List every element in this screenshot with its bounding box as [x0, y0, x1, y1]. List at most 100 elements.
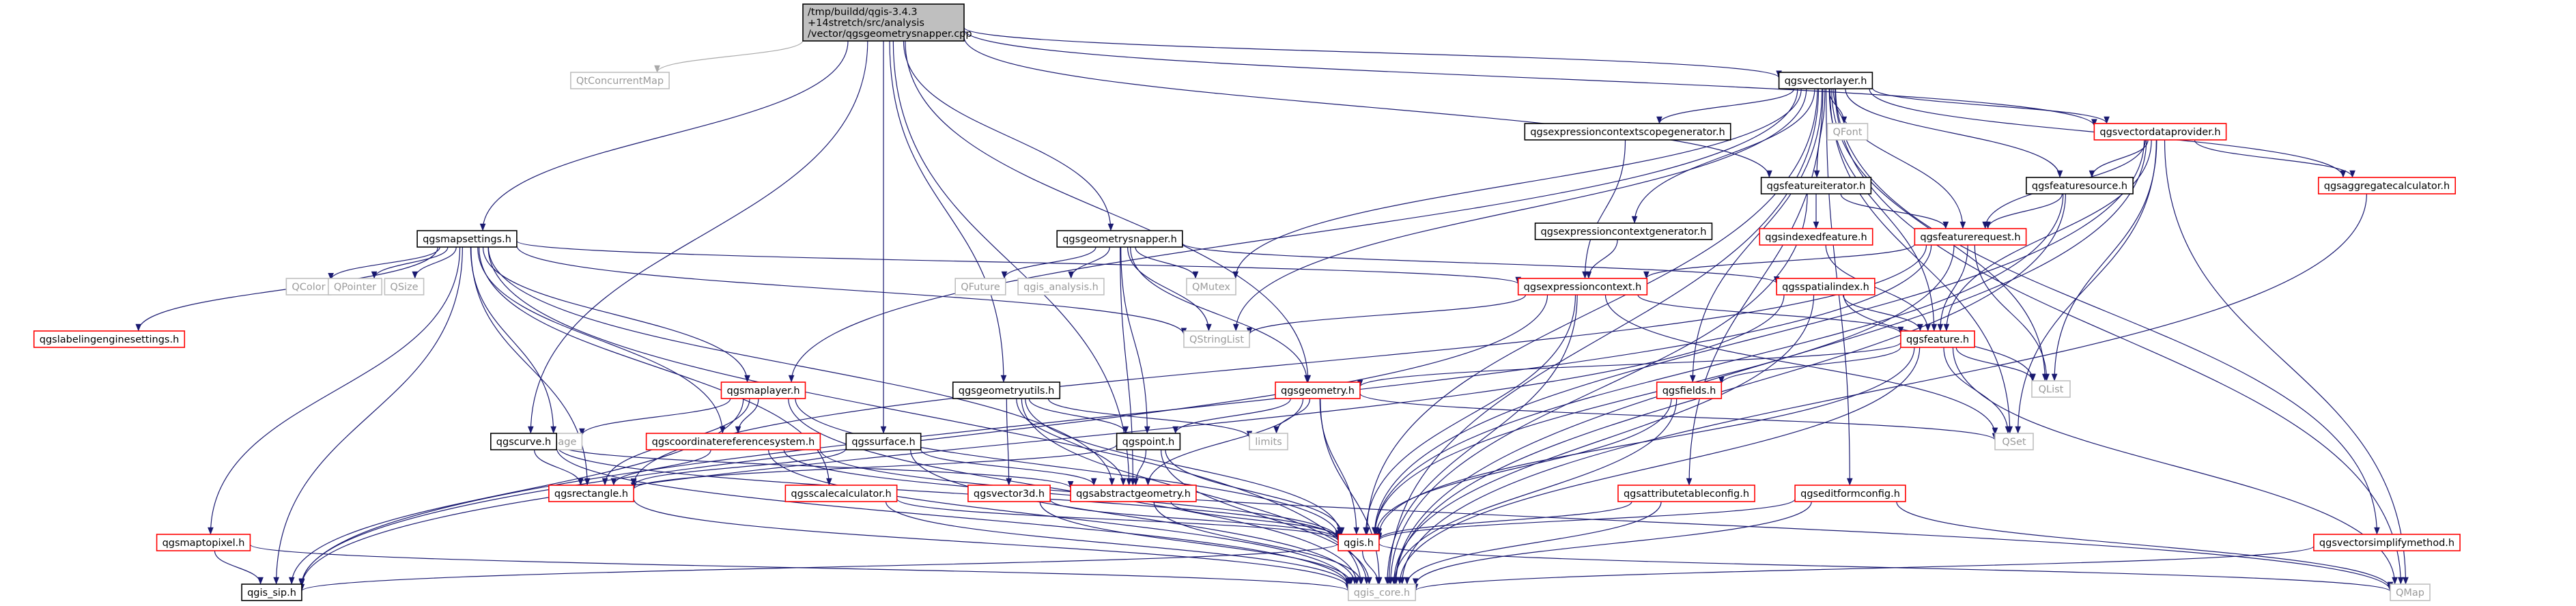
edge-qgsgeometrysnapper-to-qgis_analysis [1068, 246, 1110, 279]
edge-qgsgeometryutils-to-qgspoint [1028, 398, 1129, 434]
edge-qgssurface-to-qgsabstractgeometry [920, 449, 1097, 486]
node-qgsabstractgeometry[interactable]: qgsabstractgeometry.h [1070, 485, 1197, 502]
node-qsize[interactable]: QSize [384, 278, 425, 295]
root-source-file-node[interactable]: /tmp/buildd/qgis-3.4.3 +14stretch/src/an… [802, 3, 972, 42]
node-label: qgsmapsettings.h [423, 234, 511, 245]
node-box [1617, 485, 1755, 502]
node-qgis_core[interactable]: qgis_core.h [1347, 583, 1417, 601]
edge-qgsfeaturesource-to-qgis_core [1393, 193, 2067, 585]
node-qstringlist[interactable]: QStringList [1183, 330, 1250, 348]
node-qgsgeometryutils[interactable]: qgsgeometryutils.h [952, 381, 1061, 399]
node-qgsexpressioncontext[interactable]: qgsexpressioncontext.h [1517, 278, 1648, 295]
edge-qgsgeometry-to-qset [1359, 393, 1998, 441]
node-label: qgseditformconfig.h [1800, 489, 1900, 500]
edge-qgsexpressioncontext-to-qset [1604, 294, 1998, 435]
node-label: qgsscalecalculator.h [791, 489, 891, 500]
node-qgsindexedfeature[interactable]: qgsindexedfeature.h [1759, 228, 1873, 246]
node-label: QStringList [1189, 334, 1244, 345]
node-qpointer[interactable]: QPointer [328, 278, 382, 295]
node-qgsfeaturesource[interactable]: qgsfeaturesource.h [2026, 177, 2134, 194]
node-label: QPointer [334, 282, 376, 293]
node-qgsgeometrysnapper[interactable]: qgsgeometrysnapper.h [1056, 230, 1183, 248]
node-qgsfeature[interactable]: qgsfeature.h [1900, 330, 1975, 348]
edge-qgsgeometry-to-qgsabstractgeometry [1145, 398, 1304, 486]
node-box [1186, 278, 1236, 295]
node-box [952, 381, 1061, 399]
node-qgsexprctxgen[interactable]: qgsexpressioncontextgenerator.h [1534, 222, 1713, 240]
node-qlist[interactable]: QList [2031, 380, 2071, 398]
node-qmutex[interactable]: QMutex [1186, 278, 1236, 295]
node-box [1070, 485, 1197, 502]
node-qgspoint[interactable]: qgspoint.h [1116, 433, 1181, 450]
node-qgssurface[interactable]: qgssurface.h [845, 433, 922, 450]
node-label: qgsvectorlayer.h [1785, 76, 1867, 87]
node-box [954, 278, 1006, 295]
node-qgsfields[interactable]: qgsfields.h [1656, 381, 1723, 399]
edge-qgsvectorlayer-to-qgsfields [1689, 88, 1823, 383]
node-label: qgis_analysis.h [1023, 282, 1099, 293]
node-box [784, 485, 898, 502]
edge-qgsgeometrysnapper-to-qstringlist [1127, 246, 1212, 332]
node-label: qgsexpressioncontextscopegenerator.h [1530, 127, 1725, 138]
node-qgsfeatureiterator[interactable]: qgsfeatureiterator.h [1760, 177, 1872, 194]
node-qgsfeaturerequest[interactable]: qgsfeaturerequest.h [1914, 228, 2027, 246]
node-box [1337, 534, 1380, 551]
node-qgsspatialindex[interactable]: qgsspatialindex.h [1776, 278, 1876, 295]
node-box [1534, 222, 1713, 240]
node-label: qgis.h [1344, 538, 1374, 549]
node-qgsgeometry[interactable]: qgsgeometry.h [1275, 381, 1361, 399]
node-qgslabelingengine[interactable]: qgslabelingenginesettings.h [33, 330, 186, 348]
node-limits[interactable]: limits [1249, 433, 1288, 450]
edge-qgsvectordataprovider-to-qgsaggregatecalculator [2194, 139, 2355, 178]
node-box [1517, 278, 1648, 295]
edge-qgsfeaturesource-to-qgis [1372, 193, 2064, 535]
node-qgsmaplayer[interactable]: qgsmaplayer.h [720, 381, 806, 399]
node-qset[interactable]: QSet [1994, 433, 2034, 450]
node-label: QMap [2396, 588, 2424, 598]
edge-qgscurve-to-qgsrectangle [534, 449, 584, 486]
node-qgis_sip[interactable]: qgis_sip.h [241, 583, 302, 601]
node-label: qgsfeature.h [1906, 334, 1969, 345]
edge-qgscrs-to-qgis [783, 449, 1342, 540]
edge-qgsgeometrysnapper-to-qgspoint [1120, 246, 1150, 434]
node-qfuture[interactable]: QFuture [954, 278, 1006, 295]
node-qgsrectangle[interactable]: qgsrectangle.h [548, 485, 634, 502]
edge-qgis-to-qmap [1378, 543, 2393, 592]
node-qgis_analysis[interactable]: qgis_analysis.h [1017, 278, 1105, 295]
node-qconcurrentmap[interactable]: QtConcurrentMap [570, 72, 670, 89]
node-qmap[interactable]: QMap [2390, 583, 2431, 601]
edge-qgsfeature-to-qgsfields [1718, 346, 1901, 384]
node-qgsvectorsimplify[interactable]: qgsvectorsimplifymethod.h [2313, 534, 2461, 551]
edge-qgsabstractgeometry-to-qgis_core [1153, 501, 1365, 585]
node-qgsvectordataprovider[interactable]: qgsvectordataprovider.h [2093, 123, 2227, 141]
node-box [2026, 177, 2134, 194]
node-box [1794, 485, 1906, 502]
node-qgsvectorlayer[interactable]: qgsvectorlayer.h [1778, 72, 1873, 89]
node-qcolor[interactable]: QColor [285, 278, 332, 295]
node-qgsmapsettings[interactable]: qgsmapsettings.h [416, 230, 518, 248]
node-qgsaggregatecalculator[interactable]: qgsaggregatecalculator.h [2317, 177, 2457, 194]
node-qgsvector3d[interactable]: qgsvector3d.h [967, 485, 1051, 502]
node-qgseditformconfig[interactable]: qgseditformconfig.h [1794, 485, 1906, 502]
node-layer: /tmp/buildd/qgis-3.4.3 +14stretch/src/an… [33, 3, 2461, 601]
node-qfont[interactable]: QFont [1826, 123, 1869, 141]
node-label: qgsattributetableconfig.h [1624, 489, 1749, 500]
edge-qgsfeature-to-qgis [1376, 347, 1915, 536]
edge-root-to-qconcurrentmap [654, 40, 804, 73]
edge-qgseditformconfig-to-qgis [1376, 498, 1796, 541]
node-qgsscalecalculator[interactable]: qgsscalecalculator.h [784, 485, 898, 502]
node-qgscrs[interactable]: qgscoordinatereferencesystem.h [645, 433, 821, 450]
edge-qgsvectordataprovider-to-qgsfeaturesource [2089, 139, 2149, 178]
node-qgscurve[interactable]: qgscurve.h [490, 433, 557, 450]
edge-qgsfeaturerequest-to-qgis_sip [298, 244, 1932, 587]
edge-qgsfeature-to-qgis_core [1397, 347, 1921, 585]
node-qgsattributetableconfig[interactable]: qgsattributetableconfig.h [1617, 485, 1755, 502]
node-qgis[interactable]: qgis.h [1337, 534, 1380, 551]
node-label: qgsvectordataprovider.h [2099, 127, 2220, 138]
node-qgsexprctxscopegen[interactable]: qgsexpressioncontextscopegenerator.h [1524, 123, 1731, 141]
edge-root-to-qgsvectorlayer [963, 27, 1782, 78]
node-box [1914, 228, 2027, 246]
node-label: qgssurface.h [851, 437, 915, 448]
node-qgsmaptopixel[interactable]: qgsmaptopixel.h [156, 534, 251, 551]
